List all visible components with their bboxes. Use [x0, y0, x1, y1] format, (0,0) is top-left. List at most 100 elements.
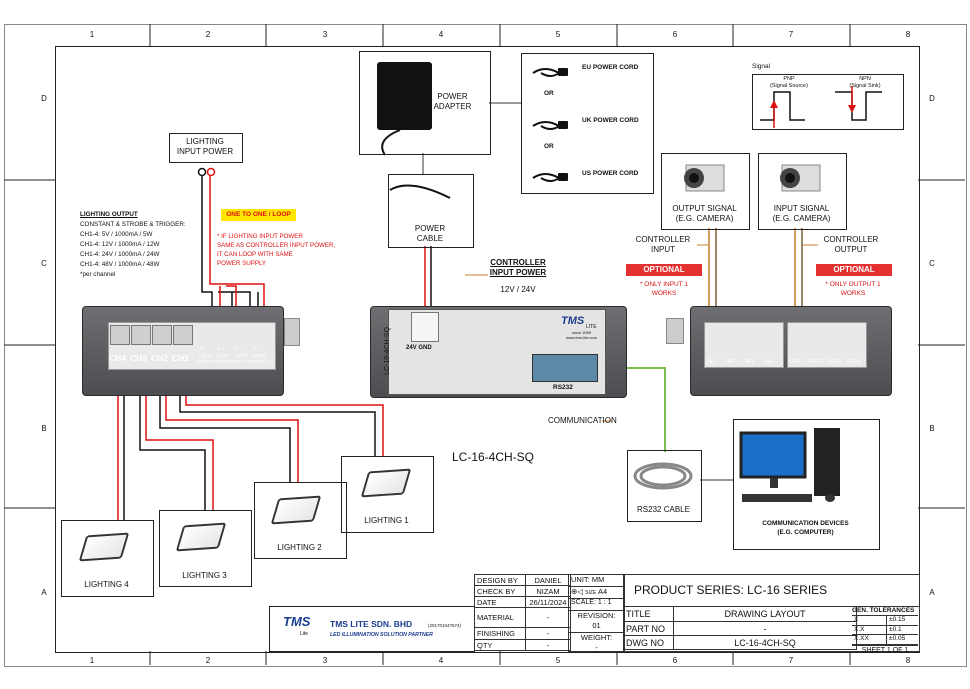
channel-terminal	[131, 325, 151, 345]
right-unit-terminal-out	[787, 322, 867, 368]
tb-key: DESIGN BY	[474, 574, 526, 586]
optional-badge-input: OPTIONAL	[626, 264, 702, 276]
zone-row-label: A	[929, 588, 935, 597]
zone-col-label: 7	[788, 656, 794, 665]
zone-col-label: 1	[89, 30, 95, 39]
note-line: SAME AS CONTROLLER INPUT POWER,	[217, 242, 336, 249]
tb-key: PART NO	[623, 621, 674, 636]
rs232-cable-label: RS232 CABLE	[637, 505, 690, 514]
company-tagline: LED ILLUMINATION SOLUTION PARTNER	[330, 632, 433, 638]
signal-box	[752, 74, 904, 130]
output-terminal-label: OUT3	[827, 359, 842, 365]
light-input-label: LIGHT INPUT 4	[197, 353, 215, 364]
input-signal-label: INPUT SIGNAL (E.G. CAMERA)	[772, 204, 831, 223]
lighting-2-label: LIGHTING 2	[277, 543, 322, 552]
communication-devices-label: COMMUNICATION DEVICES (E.G. COMPUTER)	[762, 520, 849, 536]
lighting-3-box	[159, 510, 252, 587]
input-signal-camera-box	[758, 153, 847, 230]
power-cable-box	[388, 174, 474, 248]
lighting-output-line: CH1-4: 48V / 1000mA / 48W	[80, 261, 160, 268]
eu-power-cord-label: EU POWER CORD	[582, 64, 639, 71]
channel-label: CH4	[109, 353, 127, 363]
plus-minus-label: + -	[217, 347, 225, 353]
weight-key: WEIGHT:	[580, 633, 613, 642]
product-series: PRODUCT SERIES: LC-16 SERIES	[624, 575, 919, 607]
weight-row: WEIGHT:-	[569, 633, 624, 653]
company-name: TMS LITE SDN. BHD	[330, 619, 413, 629]
controller-output-label: CONTROLLER OUTPUT	[823, 235, 879, 254]
center-logo-sub: LITE	[586, 324, 597, 330]
tolerance-value: ±0.15	[889, 616, 906, 623]
tolerance-row: X.XX±0.05	[852, 635, 918, 645]
plus-minus-label: + -	[253, 347, 261, 353]
zone-row-label: B	[929, 424, 935, 433]
light-input-label: LIGHT INPUT 1	[251, 353, 269, 364]
lighting-4-box	[61, 520, 154, 597]
lighting-input-power-label: LIGHTING INPUT POWER	[176, 137, 234, 156]
power-adapter-box	[359, 51, 491, 155]
title-block-mid: UNIT: MM ⊕◁ SIZE A4 SCALE: 1 : 1 REVISIO…	[568, 574, 625, 652]
tolerance-row: X±0.15	[852, 616, 918, 626]
center-since: since 2009 www.tms-lite.com	[566, 330, 598, 340]
note-line: IT CAN LOOP WITH SAME	[217, 251, 293, 258]
pnp-label: PNP (Signal Source)	[770, 76, 808, 89]
output-signal-label: OUTPUT SIGNAL (E.G. CAMERA)	[672, 204, 737, 223]
lighting-output-line: *per channel	[80, 271, 116, 278]
zone-row-label: A	[41, 588, 47, 597]
note-line: * IF LIGHTING INPUT POWER	[217, 233, 303, 240]
rs232-cable-box	[627, 450, 702, 522]
zone-row-label: D	[929, 94, 935, 103]
zone-row-label: C	[929, 259, 935, 268]
note-line: POWER SUPPLY	[217, 260, 267, 267]
center-logo: TMS	[561, 315, 585, 327]
input-terminal-label: IN4	[764, 359, 773, 365]
zone-col-label: 4	[438, 30, 444, 39]
tolerance-value: ±0.1	[889, 625, 902, 633]
tb-val: -	[525, 607, 571, 628]
power-cable-label: POWER CABLE	[414, 224, 446, 243]
tb-val: 26/11/2024	[525, 596, 571, 608]
tolerance-key: X.X	[852, 625, 887, 634]
zone-col-label: 8	[905, 30, 911, 39]
revision-row: REVISION:01	[569, 611, 624, 633]
power-adapter-label: POWER ADAPTER	[433, 92, 472, 111]
plus-minus-label: + -	[199, 347, 207, 353]
unit-key: UNIT:	[571, 575, 590, 584]
channel-label: CH3	[130, 353, 148, 363]
power-loop-note: * IF LIGHTING INPUT POWER SAME AS CONTRO…	[217, 232, 357, 268]
zone-col-label: 3	[322, 656, 328, 665]
tb-key: MATERIAL	[474, 607, 526, 628]
zone-row-label: B	[41, 424, 47, 433]
left-unit-connector	[284, 318, 300, 346]
size-row: ⊕◁ SIZE A4	[569, 587, 624, 599]
light-input-label: LIGHT INPUT 2	[233, 353, 251, 364]
tb-key: QTY	[474, 639, 526, 651]
or-label: OR	[544, 143, 554, 150]
tolerance-key: X.XX	[852, 635, 887, 644]
company-logo-sub: Lite	[300, 631, 309, 637]
right-unit-connector	[666, 318, 684, 344]
light-input-label: LIGHT INPUT 3	[215, 353, 233, 364]
tb-val: NIZAM	[525, 585, 571, 597]
input-terminal-label: IN2	[726, 359, 735, 365]
controller-input-label: CONTROLLER INPUT	[635, 235, 691, 254]
tb-val: -	[673, 621, 857, 636]
company-reg: (201701047574)	[428, 623, 462, 628]
company-logo: TMS	[283, 614, 311, 629]
output-signal-camera-box	[661, 153, 750, 230]
zone-col-label: 1	[89, 656, 95, 665]
size-value: A4	[597, 587, 608, 596]
gnd-label: 24V GND	[406, 345, 432, 351]
rs232-port	[532, 354, 598, 382]
zone-col-label: 7	[788, 30, 794, 39]
lighting-1-box	[341, 456, 434, 533]
lighting-output-line: CH1-4: 12V / 1000mA / 12W	[80, 241, 160, 248]
lighting-output-line: CONSTANT & STROBE & TRIGGER:	[80, 221, 186, 228]
zone-col-label: 8	[905, 656, 911, 665]
tb-key: DATE	[474, 596, 526, 608]
zone-row-label: D	[41, 94, 47, 103]
lighting-output-specs: LIGHTING OUTPUT CONSTANT & STROBE & TRIG…	[80, 210, 200, 280]
zone-col-label: 6	[672, 656, 678, 665]
